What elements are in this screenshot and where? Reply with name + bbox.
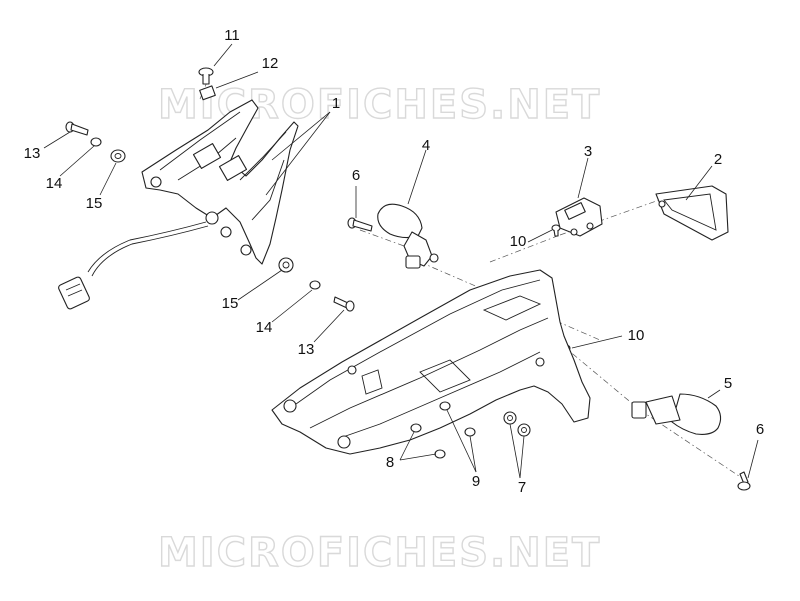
callout-6-lower: 6 (756, 421, 764, 438)
callout-1: 1 (332, 95, 340, 112)
watermark-bottom: MICROFICHES.NET (158, 530, 601, 576)
part-13-bolt-right (333, 296, 355, 312)
part-15-grommet-left (110, 149, 126, 163)
part-7-grommets (503, 411, 531, 437)
callout-7: 7 (518, 479, 526, 496)
part-15-grommet-right (278, 257, 294, 273)
part-9-washers (439, 401, 476, 437)
callout-15-right: 15 (222, 295, 239, 312)
callout-10-lower: 10 (628, 327, 645, 344)
part-1-tail-light (58, 99, 299, 310)
part-4-turn-signal-left (377, 203, 439, 269)
part-10-screw-upper (551, 224, 561, 237)
part-11-screw (198, 67, 214, 85)
main-rear-fender (271, 269, 591, 455)
callout-9: 9 (472, 473, 480, 490)
callout-12: 12 (262, 55, 279, 72)
part-5-turn-signal-right (631, 393, 722, 435)
callout-labels: 11 12 1 13 14 15 15 14 13 6 4 3 2 10 10 … (24, 27, 765, 496)
callout-10-upper: 10 (510, 233, 527, 250)
callout-5: 5 (724, 375, 732, 392)
callout-8: 8 (386, 454, 394, 471)
part-12-nut (199, 85, 216, 101)
part-14-washer-left (90, 137, 102, 147)
callout-13-right: 13 (298, 341, 315, 358)
callout-6-upper: 6 (352, 167, 360, 184)
callout-14-right: 14 (256, 319, 273, 336)
callout-3: 3 (584, 143, 592, 160)
part-13-bolt-left (65, 121, 89, 136)
callout-11: 11 (224, 27, 240, 44)
part-8-nuts (410, 423, 446, 459)
part-2-reflector (655, 185, 729, 241)
callout-14-left: 14 (46, 175, 63, 192)
part-6-bolt-lower (737, 471, 751, 491)
part-14-washer-right (309, 280, 321, 290)
part-6-bolt-upper (347, 217, 373, 232)
part-3-bracket (555, 197, 603, 237)
callout-15-left: 15 (86, 195, 103, 212)
callout-2: 2 (714, 151, 722, 168)
leader-lines (43, 43, 759, 479)
callout-4: 4 (422, 137, 430, 154)
callout-13-left: 13 (24, 145, 41, 162)
